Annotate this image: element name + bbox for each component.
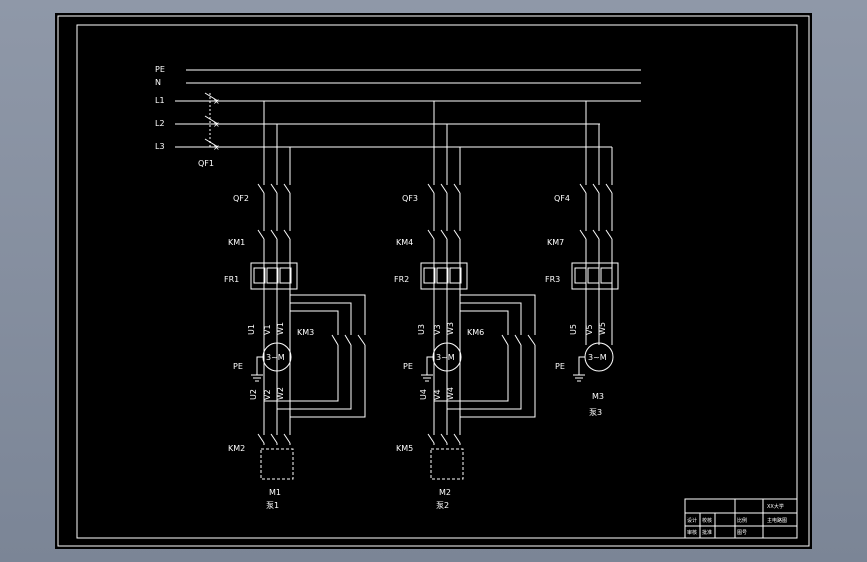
outer-frame <box>57 15 810 547</box>
motor-type-label: 3~M <box>266 353 285 362</box>
overload-label: FR2 <box>394 275 409 284</box>
contactor-main-label: KM4 <box>396 238 413 247</box>
breaker-label: QF2 <box>233 194 249 203</box>
terminal-label: V4 <box>433 389 442 400</box>
contactor-star-label: KM6 <box>467 328 484 337</box>
tb-cell-review: 审核 <box>687 529 697 536</box>
terminal-label: W4 <box>446 387 455 400</box>
terminal-label: V1 <box>263 324 272 335</box>
terminal-label: U4 <box>419 389 428 400</box>
contactor-delta-label: KM2 <box>228 444 245 453</box>
motor-id-label: M3 <box>592 392 604 401</box>
overload-relay <box>250 262 298 290</box>
terminal-label: W1 <box>276 322 285 335</box>
contactor-star-label: KM3 <box>297 328 314 337</box>
tb-cell-drawing-no: 图号 <box>737 530 747 536</box>
drawing-sheet: PE N L1 L2 L3 × × × QF1 QF2 KM1 <box>55 13 812 549</box>
bus-l2-label: L2 <box>155 119 165 128</box>
tb-cell-check: 校核 <box>702 517 712 524</box>
svg-text:×: × <box>213 120 220 129</box>
motor-type-label: 3~M <box>588 353 607 362</box>
motor-type-label: 3~M <box>436 353 455 362</box>
tb-cell-scale: 比例 <box>737 517 747 524</box>
terminal-label: U3 <box>417 324 426 335</box>
terminal-label: U2 <box>249 389 258 400</box>
terminal-label: V5 <box>585 324 594 335</box>
svg-text:×: × <box>213 97 220 106</box>
bus-l1-label: L1 <box>155 96 165 105</box>
circuit-2: QF3 KM4 FR2 3~M U3 V3 W3 U4 V4 W4 KM6 KM… <box>394 101 536 510</box>
terminal-label: W5 <box>598 322 607 335</box>
overload-relay <box>571 262 619 290</box>
overload-relay <box>420 262 468 290</box>
circuit-3: QF4 KM7 FR3 3~M U5 V5 W5 PE M3 泵3 <box>545 101 619 417</box>
svg-text:×: × <box>213 143 220 152</box>
contactor-main-label: KM1 <box>228 238 245 247</box>
terminal-label: V3 <box>433 324 442 335</box>
pump-label: 泵3 <box>589 408 602 417</box>
pump-label: 泵2 <box>436 501 449 510</box>
contactor-main-label: KM7 <box>547 238 564 247</box>
terminal-label: V2 <box>263 389 272 400</box>
motor-id-label: M1 <box>269 488 281 497</box>
motor-id-label: M2 <box>439 488 451 497</box>
terminal-label: W3 <box>446 322 455 335</box>
ground-label: PE <box>555 362 565 371</box>
pump-label: 泵1 <box>266 501 279 510</box>
terminal-label: U1 <box>247 324 256 335</box>
ground-label: PE <box>403 362 413 371</box>
circuit-1: QF2 KM1 FR1 3~M U1 V1 W1 U2 V2 W2 KM3 KM… <box>224 101 366 510</box>
tb-cell-approve: 批准 <box>702 529 712 536</box>
tb-cell-design: 设计 <box>687 517 697 524</box>
ground-label: PE <box>233 362 243 371</box>
terminal-label: U5 <box>569 324 578 335</box>
overload-label: FR1 <box>224 275 239 284</box>
main-breaker-label: QF1 <box>198 159 214 168</box>
terminal-label: W2 <box>276 387 285 400</box>
overload-label: FR3 <box>545 275 560 284</box>
breaker-label: QF3 <box>402 194 418 203</box>
bus-n-label: N <box>155 78 161 87</box>
breaker-label: QF4 <box>554 194 570 203</box>
contactor-delta-label: KM5 <box>396 444 413 453</box>
bus-pe-label: PE <box>155 65 165 74</box>
schematic: PE N L1 L2 L3 × × × QF1 QF2 KM1 <box>57 15 810 547</box>
inner-frame <box>76 24 798 539</box>
bus-l3-label: L3 <box>155 142 165 151</box>
main-breaker-symbol: × × × QF1 <box>198 92 220 168</box>
bus-bars: PE N L1 L2 L3 <box>155 65 641 151</box>
tb-institution: XX大学 <box>767 503 784 510</box>
tb-drawing-name: 主电路图 <box>767 517 787 524</box>
title-block: 设计 校核 审核 批准 比例 图号 XX大学 主电路图 <box>684 498 798 539</box>
